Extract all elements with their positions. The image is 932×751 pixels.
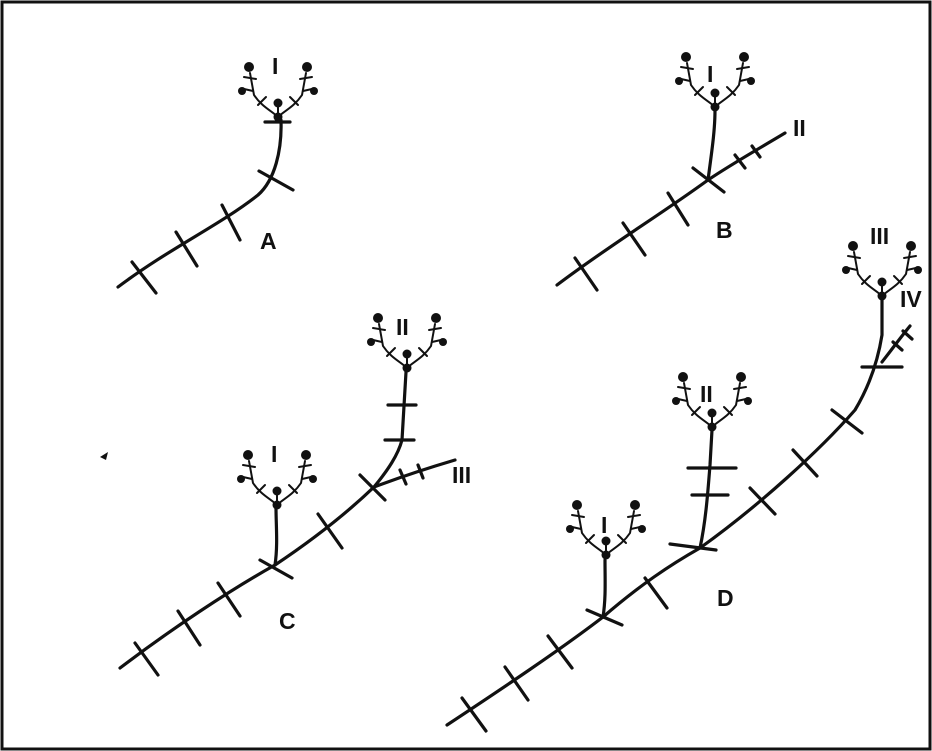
inflorescence-b-i: [675, 52, 755, 112]
rhizome-b: [557, 110, 715, 285]
inflorescence-label-d-ii: II: [700, 381, 713, 407]
inflorescence-label-d-i: I: [601, 512, 607, 538]
panel-label-d: D: [717, 585, 734, 611]
panel-d: I II III IV D: [447, 223, 922, 731]
shoot-label-d-iv: IV: [900, 286, 922, 312]
panel-label-b: B: [716, 217, 733, 243]
shoot-label-c-iii: III: [452, 462, 471, 488]
rhizome-d: [447, 300, 882, 725]
panel-label-c: C: [279, 608, 296, 634]
shoot-b-ii: [708, 133, 785, 180]
shoot-c-i: [275, 508, 277, 565]
inflorescence-label-d-iii: III: [870, 223, 889, 249]
panel-b: I II B: [557, 52, 806, 290]
shoot-label-b-ii: II: [793, 115, 806, 141]
shoot-d-ii: [700, 430, 712, 548]
shoot-d-i: [603, 560, 605, 617]
inflorescence-label-c-ii: II: [396, 314, 409, 340]
inflorescence-label-b-i: I: [707, 61, 713, 87]
rhizome-c: [120, 487, 374, 668]
panel-a: I A: [118, 53, 318, 293]
inflorescence-label-c-i: I: [271, 441, 277, 467]
panel-label-a: A: [260, 228, 277, 254]
panel-c: I II III C: [120, 313, 471, 675]
rhizome-a: [118, 120, 281, 287]
inflorescence-label-a-i: I: [272, 53, 278, 79]
stray-mark: [100, 452, 108, 460]
